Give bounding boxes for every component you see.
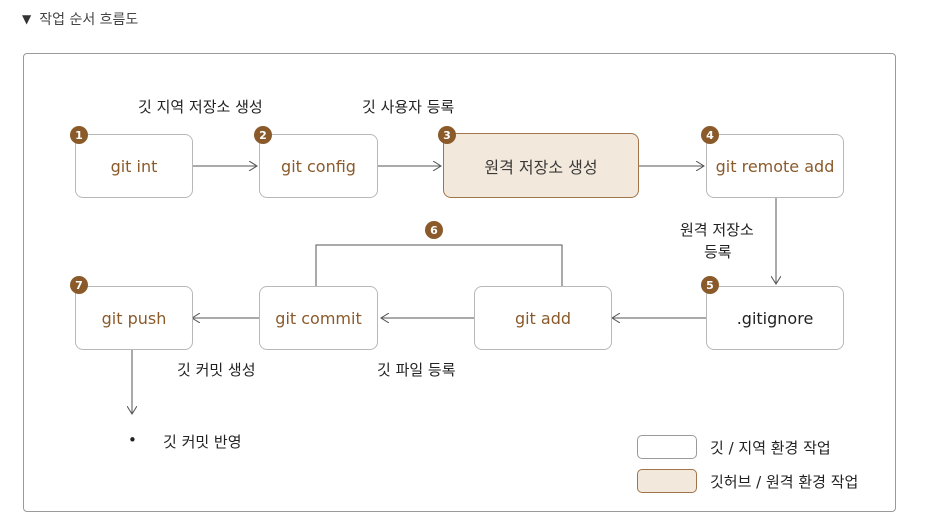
step-git-push: git push [75, 286, 193, 350]
step-create-remote-repo: 원격 저장소 생성 [443, 133, 639, 198]
step-number-badge: 7 [70, 276, 88, 294]
step-label: .gitignore [736, 308, 814, 328]
step-label: git config [281, 156, 356, 176]
step-label: git int [110, 156, 158, 176]
legend-swatch-remote [637, 469, 697, 493]
step-label: git push [101, 308, 167, 328]
annotation-commit-create: 깃 커밋 생성 [177, 361, 256, 379]
step-git-add: git add [474, 286, 612, 350]
annotation-git-user: 깃 사용자 등록 [362, 98, 455, 116]
legend-label-remote: 깃허브 / 원격 환경 작업 [710, 473, 859, 491]
bullet: • [128, 431, 137, 449]
step-git-remote-add: git remote add [706, 134, 844, 198]
step-number-badge: 4 [701, 126, 719, 144]
annotation-commit-apply: 깃 커밋 반영 [163, 433, 242, 451]
step-number-badge: 3 [438, 126, 456, 144]
bracket-add-commit [315, 244, 563, 286]
step-number-badge: 6 [425, 221, 443, 239]
annotation-remote-register-1: 원격 저장소 [680, 221, 754, 239]
annotation-local-repo: 깃 지역 저장소 생성 [138, 98, 263, 116]
legend-label-local: 깃 / 지역 환경 작업 [710, 439, 831, 457]
step-gitignore: .gitignore [706, 286, 844, 350]
legend-swatch-local [637, 435, 697, 459]
step-git-config: git config [259, 134, 378, 198]
step-number-badge: 5 [701, 276, 719, 294]
annotation-file-register: 깃 파일 등록 [377, 361, 456, 379]
step-label: git remote add [715, 156, 835, 176]
diagram-frame [23, 53, 896, 512]
step-git-init: git int [75, 134, 193, 198]
heading-text: 작업 순서 흐름도 [39, 12, 139, 28]
step-number-badge: 1 [70, 126, 88, 144]
annotation-remote-register-2: 등록 [704, 243, 732, 261]
step-label: git add [514, 308, 572, 328]
step-label: 원격 저장소 생성 [484, 157, 598, 177]
step-git-commit: git commit [259, 286, 378, 350]
diagram-heading: ▼ 작업 순서 흐름도 [22, 9, 138, 29]
triangle-down-icon: ▼ [22, 12, 32, 26]
step-label: git commit [275, 308, 362, 328]
step-number-badge: 2 [254, 126, 272, 144]
